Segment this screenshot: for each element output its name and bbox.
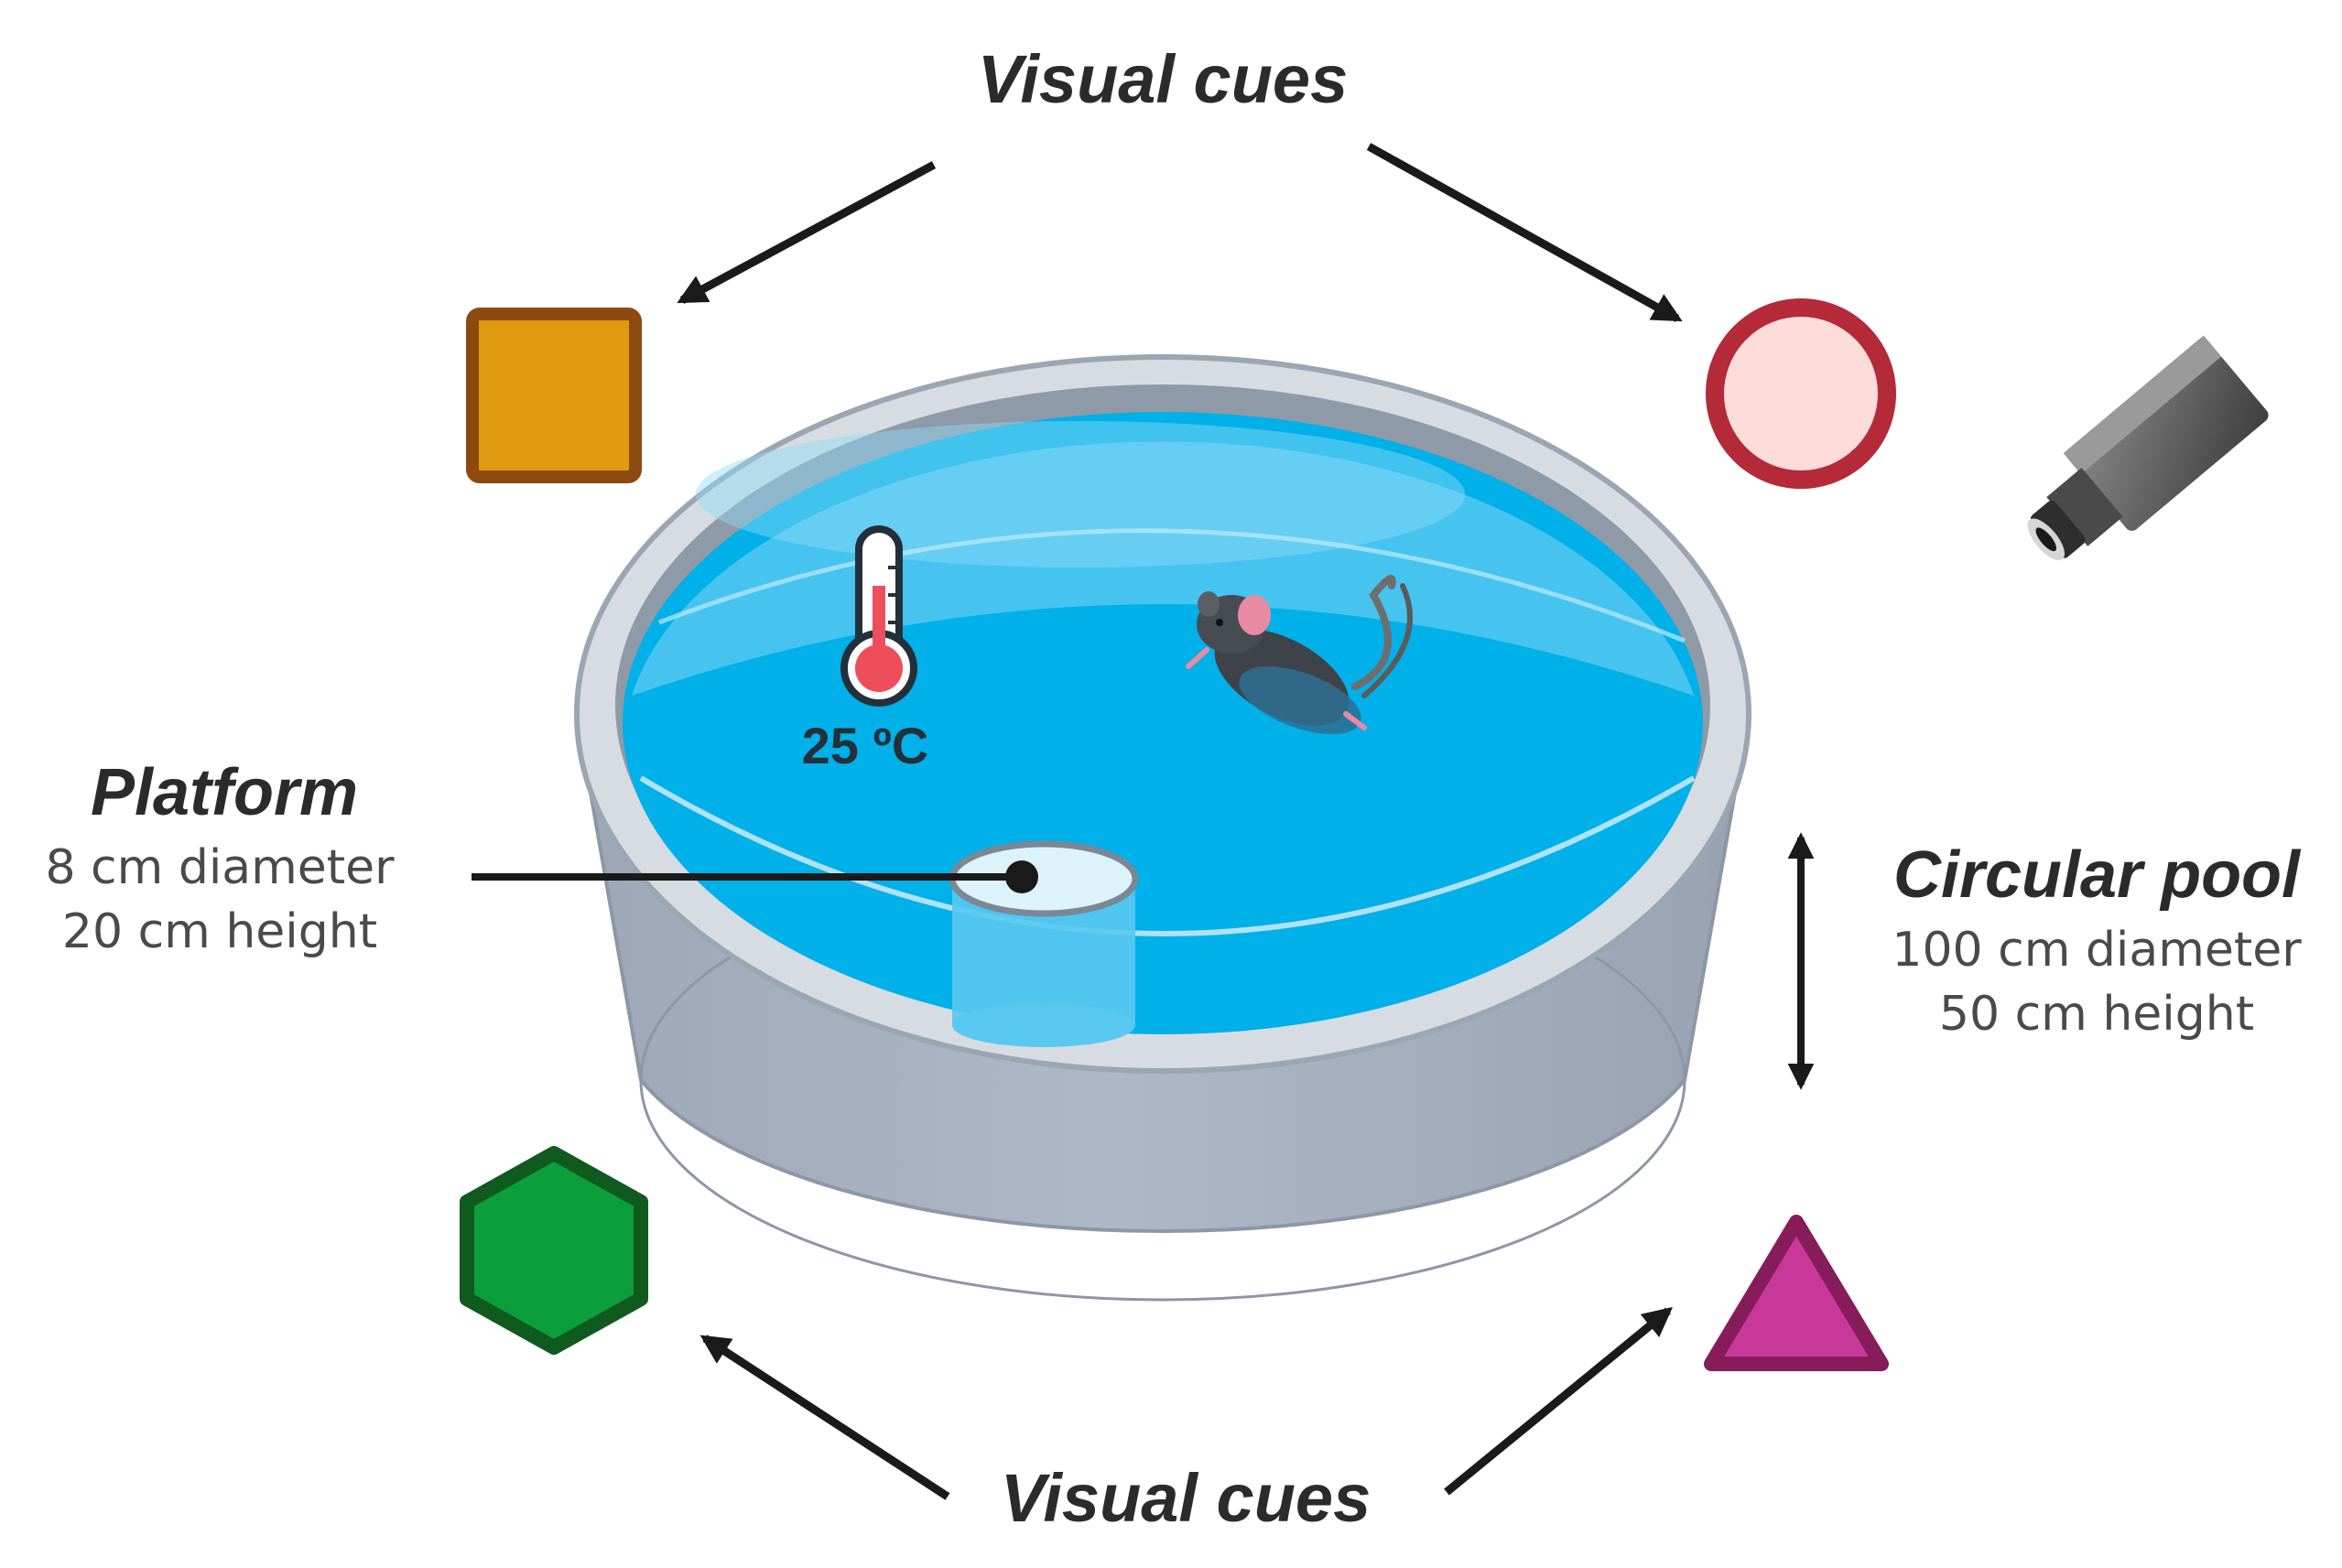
platform-title: Platform xyxy=(91,756,358,829)
visual-cue-circle xyxy=(1706,298,1896,489)
pool-height: 50 cm height xyxy=(1939,987,2254,1042)
water-rim-line xyxy=(658,528,1686,643)
arrow-to-square xyxy=(677,161,937,304)
circular-pool xyxy=(574,354,1751,1302)
platform-height: 20 cm height xyxy=(62,904,377,959)
mouse-icon xyxy=(1186,575,1413,734)
pool-title: Circular pool xyxy=(1893,838,2302,912)
thermometer-icon xyxy=(840,525,917,707)
arrow-to-triangle xyxy=(1444,1306,1674,1496)
temperature-label: 25 ºC xyxy=(802,717,929,774)
visual-cue-triangle xyxy=(1704,1215,1889,1371)
pool-diameter: 100 cm diameter xyxy=(1892,923,2302,978)
visual-cue-square xyxy=(466,308,642,483)
water-lower-arc xyxy=(639,775,1696,936)
camera-icon xyxy=(2027,335,2269,561)
platform-diameter: 8 cm diameter xyxy=(45,840,395,895)
arrow-to-hexagon xyxy=(699,1335,950,1500)
water-highlight xyxy=(632,441,1694,696)
visual-cues-top-label: Visual cues xyxy=(978,41,1348,117)
arrow-to-circle xyxy=(1366,143,1683,322)
visual-cues-bottom-label: Visual cues xyxy=(1001,1460,1371,1536)
visual-cue-hexagon xyxy=(460,1146,648,1355)
